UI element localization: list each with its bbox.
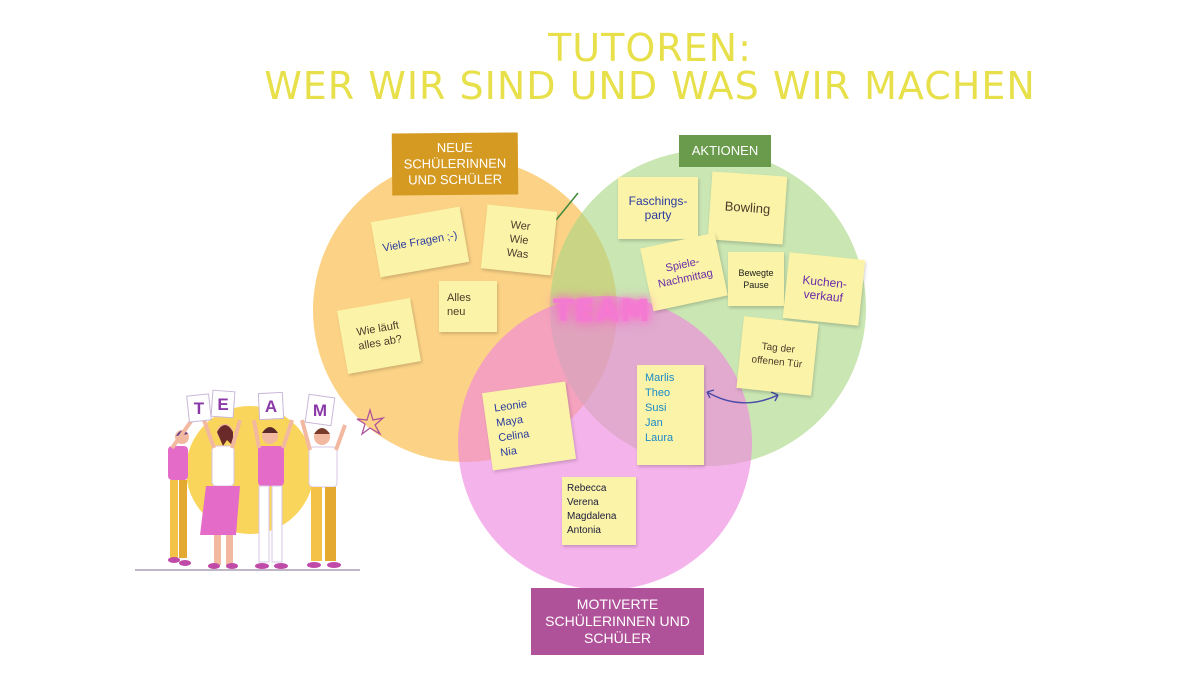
center-team-label: TEAM xyxy=(553,294,652,329)
note-bewegte-pause: Bewegte Pause xyxy=(728,252,784,306)
label-actions: AKTIONEN xyxy=(679,135,771,167)
note-wie-laeuft: Wie läuft alles ab? xyxy=(337,298,421,374)
sign-e: E xyxy=(217,395,228,414)
sign-t: T xyxy=(194,399,205,418)
note-names-right: Marlis Theo Susi Jan Laura xyxy=(637,365,704,465)
label-new-students: NEUE SCHÜLERINNEN UND SCHÜLER xyxy=(391,132,519,196)
star-doodle-icon xyxy=(356,407,386,436)
note-kuchenverkauf: Kuchen- verkauf xyxy=(782,252,866,326)
sign-m: M xyxy=(313,401,327,420)
double-arrow-icon xyxy=(706,391,779,404)
page-title-line-1: TUTOREN: xyxy=(548,26,752,70)
sign-a: A xyxy=(265,397,277,416)
team-illustration: T E A M xyxy=(135,389,360,571)
note-tag-der-offenen-tuer: Tag der offenen Tür xyxy=(736,316,819,396)
note-faschingsparty: Faschings- party xyxy=(618,177,698,239)
check-mark-icon xyxy=(555,192,579,221)
note-wer-wie-was: Wer Wie Was xyxy=(480,204,558,276)
note-bowling: Bowling xyxy=(707,171,788,245)
note-names-bottom: Rebecca Verena Magdalena Antonia xyxy=(562,477,636,545)
page-title-line-2: WER WIR SIND UND WAS WIR MACHEN xyxy=(264,64,1036,108)
label-motivated-students: MOTIVERTE SCHÜLERINNEN UND SCHÜLER xyxy=(531,588,704,655)
note-alles-neu: Alles neu xyxy=(439,281,497,332)
note-names-left: Leonie Maya Celina Nia xyxy=(481,381,577,471)
